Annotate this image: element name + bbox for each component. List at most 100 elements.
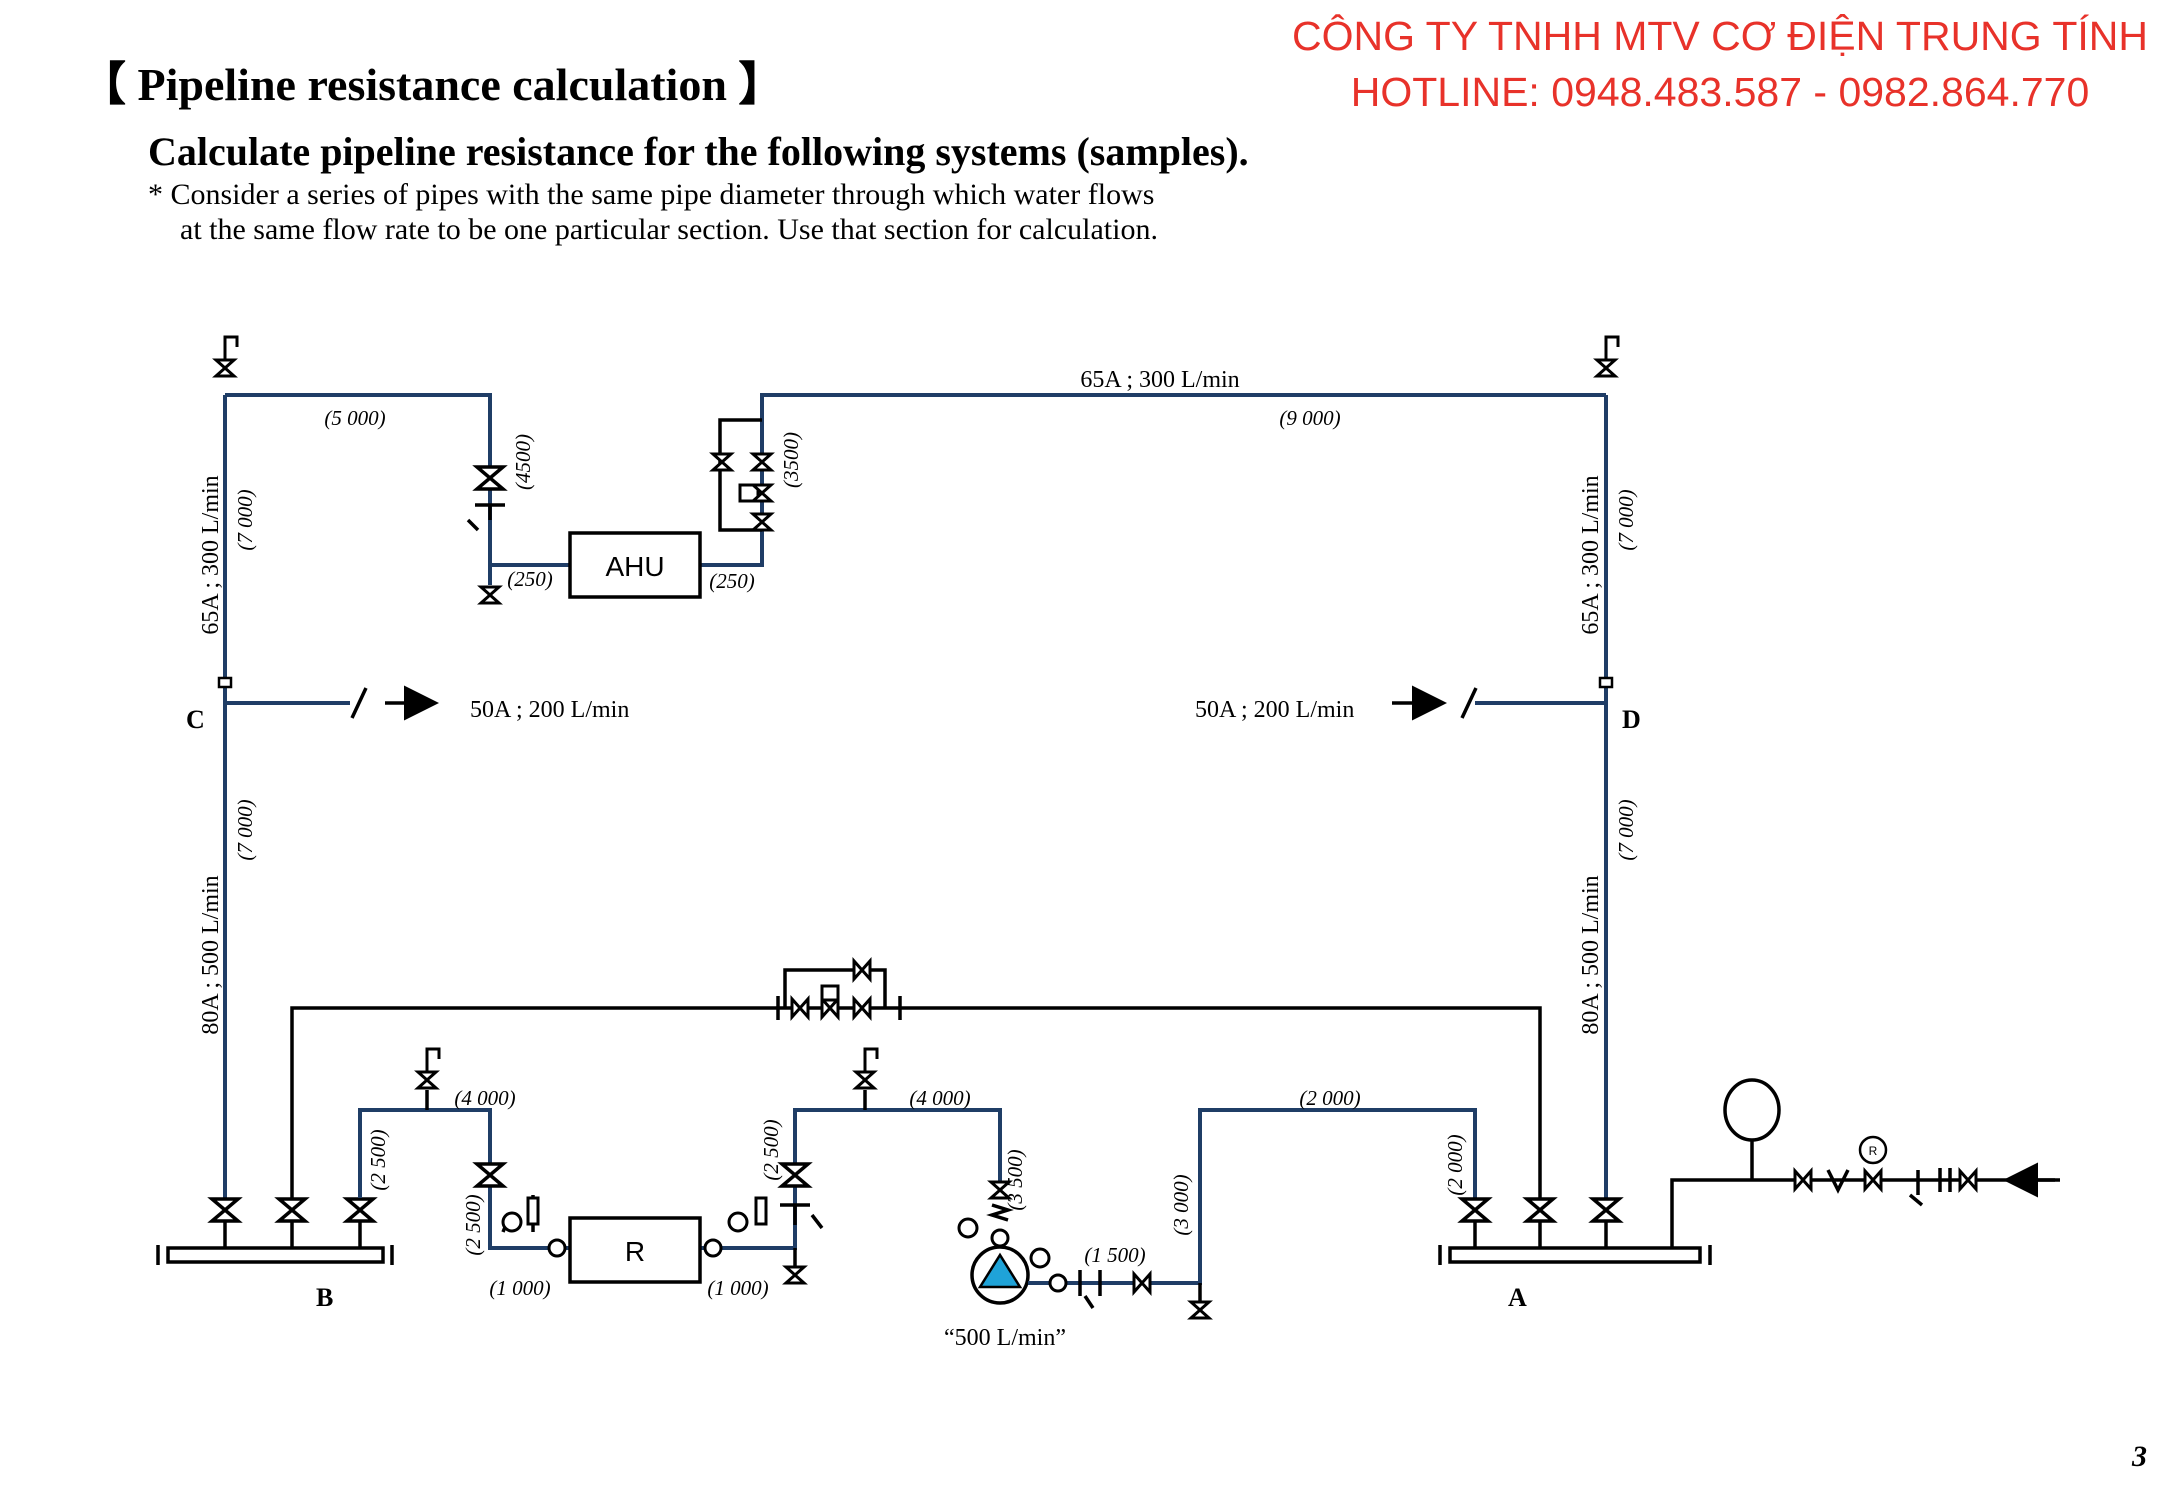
ahu-unit: [568, 531, 702, 599]
expansion-tank: [1723, 1078, 1781, 1142]
gate-valve-b-3: [345, 1197, 375, 1223]
strainer-makeup: [1908, 1168, 1952, 1207]
flexible-joint-pump-out: [1048, 1273, 1068, 1293]
flexible-joint-pump: [990, 1228, 1010, 1248]
node-a-label: A: [1508, 1283, 1527, 1312]
refrigerator-unit: [568, 1216, 702, 1284]
drain-valve-r: [784, 1265, 806, 1285]
valve-bypass-1: [790, 997, 810, 1019]
bypass-ahu: [718, 418, 762, 532]
gate-valve-ahu-outlet-2: [751, 512, 773, 532]
note-line-1: * Consider a series of pipes with the sa…: [148, 178, 1155, 211]
gate-valve-a-2: [1525, 1197, 1555, 1223]
header-a-body: [1448, 1246, 1702, 1264]
tee-d: [1598, 676, 1614, 689]
supply-loop-upper: AHU 65A ; 300 L/min (5 000) (9 000) (450…: [198, 335, 1638, 1200]
length-top-right: (9 000): [1279, 406, 1340, 430]
ahu-label: AHU: [605, 551, 664, 582]
length-r-in-down: (2 500): [461, 1194, 485, 1255]
pressure-regulator-icon: [1858, 1135, 1888, 1165]
length-left-upper: (7 000): [233, 489, 257, 550]
flex-joint-pump: [986, 1203, 1014, 1222]
pipe-spec-top: 65A ; 300 L/min: [1080, 367, 1239, 393]
check-valve-discharge: [1078, 1270, 1102, 1309]
pipe-spec-left-lower: 80A ; 500 L/min: [198, 875, 224, 1034]
pump-assembly: (3 500) (1 500) (3 000) “500 L/min” (2 0…: [944, 1086, 1477, 1351]
header-a-caps: [1438, 1245, 1712, 1265]
break-mark-d: [1460, 687, 1478, 719]
header-a: A: [1438, 1197, 1712, 1312]
break-mark-c: [350, 687, 368, 719]
length-pump-rise: (3 000): [1169, 1174, 1193, 1235]
drain-valve-pump: [1189, 1300, 1211, 1320]
gate-valve-makeup-2: [1958, 1169, 1978, 1191]
pipe-spec-left-upper: 65A ; 300 L/min: [198, 475, 224, 634]
pressure-gauge-r-out: [727, 1211, 749, 1233]
pipe-r-outlet: [700, 1108, 1002, 1250]
branch-d: 50A ; 200 L/min D: [1195, 676, 1641, 734]
gate-valve-a-1: [1460, 1197, 1490, 1223]
gate-valve-ahu-inlet: [475, 465, 505, 491]
node-d-label: D: [1622, 705, 1641, 734]
gate-valve-b-2: [277, 1197, 307, 1223]
gate-valve-r-out: [780, 1162, 810, 1188]
makeup-water-line: R: [1670, 1078, 2060, 1248]
length-r-in-bottom: (1 000): [489, 1276, 550, 1300]
strainer-ahu-inlet: [466, 503, 505, 532]
page-title: 【 Pipeline resistance calculation 】: [80, 59, 785, 110]
pump-symbol-icon: [977, 1252, 1023, 1289]
pipe-spec-right-upper: 65A ; 300 L/min: [1578, 475, 1604, 634]
regulator-r-mark: R: [1869, 1144, 1878, 1158]
node-b-label: B: [316, 1283, 333, 1312]
length-a-down: (2 000): [1443, 1134, 1467, 1195]
length-a-top: (2 000): [1299, 1086, 1360, 1110]
flange-bypass: [776, 996, 902, 1020]
length-r-out-bottom: (1 000): [707, 1276, 768, 1300]
bypass-line: [290, 959, 1542, 1210]
gate-valve-b-1: [210, 1197, 240, 1223]
thermometer-r-out: [754, 1196, 768, 1226]
pressure-reducing-valve: [1863, 1169, 1883, 1191]
length-right-upper: (7 000): [1614, 489, 1638, 550]
pipe-bypass-loop: [783, 968, 887, 1008]
refrigerator-circuit: R (4 000) (2 500) (2 500) (1 000) (1 000…: [358, 1047, 1002, 1300]
refrigerator-label: R: [625, 1236, 645, 1267]
header-b: B: [156, 1197, 394, 1312]
gate-valve-r-in: [475, 1162, 505, 1188]
length-ahu-in-short: (250): [507, 567, 553, 591]
gate-valve-ahu-outlet-1: [751, 452, 773, 472]
subtitle: Calculate pipeline resistance for the fo…: [148, 129, 1249, 174]
thermometer-r-in: [526, 1196, 540, 1226]
company-name: CÔNG TY TNHH MTV CƠ ĐIỆN TRUNG TÍNH: [1292, 13, 2148, 59]
branch-c: 50A ; 200 L/min C: [186, 676, 629, 734]
valve-bypass-2: [852, 997, 872, 1019]
tee-c: [217, 676, 233, 689]
pipe-spec-branch-c: 50A ; 200 L/min: [470, 697, 629, 723]
pipe-bypass: [290, 1006, 1542, 1210]
air-vent-valve-pump: [854, 1047, 879, 1090]
length-right-lower: (7 000): [1614, 799, 1638, 860]
gate-valve-discharge: [1132, 1272, 1152, 1294]
air-vent-valve-right: [1595, 335, 1620, 378]
pipe-spec-right-lower: 80A ; 500 L/min: [1578, 875, 1604, 1034]
flexible-joint-r-in: [547, 1238, 567, 1258]
pipe-r-inlet: [358, 1108, 570, 1250]
pipe-spec-branch-d: 50A ; 200 L/min: [1195, 697, 1354, 723]
length-r-out-up: (2 500): [759, 1119, 783, 1180]
pressure-gauge-r-in: [501, 1211, 523, 1233]
strainer-r-out: [780, 1203, 824, 1230]
company-banner: CÔNG TY TNHH MTV CƠ ĐIỆN TRUNG TÍNH HOTL…: [1270, 8, 2167, 120]
length-top-left: (5 000): [324, 406, 385, 430]
page-number: 3: [2132, 1440, 2147, 1473]
pump-flow-label: “500 L/min”: [944, 1325, 1066, 1351]
pressure-gauge-pump-in: [957, 1217, 979, 1239]
header-b-caps: [156, 1245, 394, 1265]
valve-bypass-upper: [852, 959, 872, 981]
length-pump-top: (4 000): [909, 1086, 970, 1110]
gate-valve-makeup-1: [1793, 1169, 1813, 1191]
check-valve-makeup: [1826, 1169, 1850, 1194]
bypass-valve-ahu: [711, 452, 733, 472]
flexible-joint-r-out: [703, 1238, 723, 1258]
control-valve-actuator: [738, 483, 760, 503]
